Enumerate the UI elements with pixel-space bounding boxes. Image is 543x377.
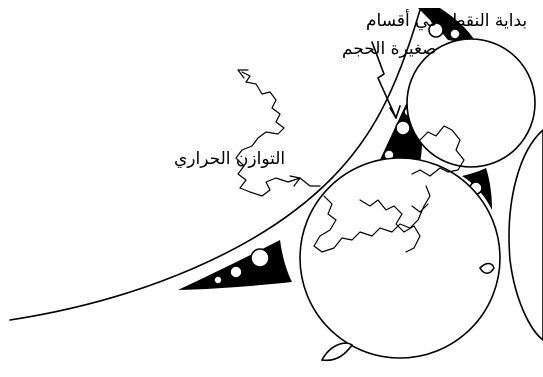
bubble-bottom-partial	[322, 343, 352, 360]
start-label-line1: بداية النقطة في أقسام	[366, 9, 527, 31]
small-bubble	[230, 266, 242, 278]
bubble-right-edge	[509, 130, 543, 340]
start-label-line2: صغيرة الحجم	[342, 39, 437, 59]
small-bubble	[396, 121, 410, 135]
small-bubble	[251, 249, 269, 267]
thermal-equilibrium-label: التوازن الحراري	[174, 149, 285, 169]
bubble-lower-right	[300, 158, 500, 358]
random-walk-path-left	[236, 72, 320, 196]
small-bubble	[214, 276, 222, 284]
